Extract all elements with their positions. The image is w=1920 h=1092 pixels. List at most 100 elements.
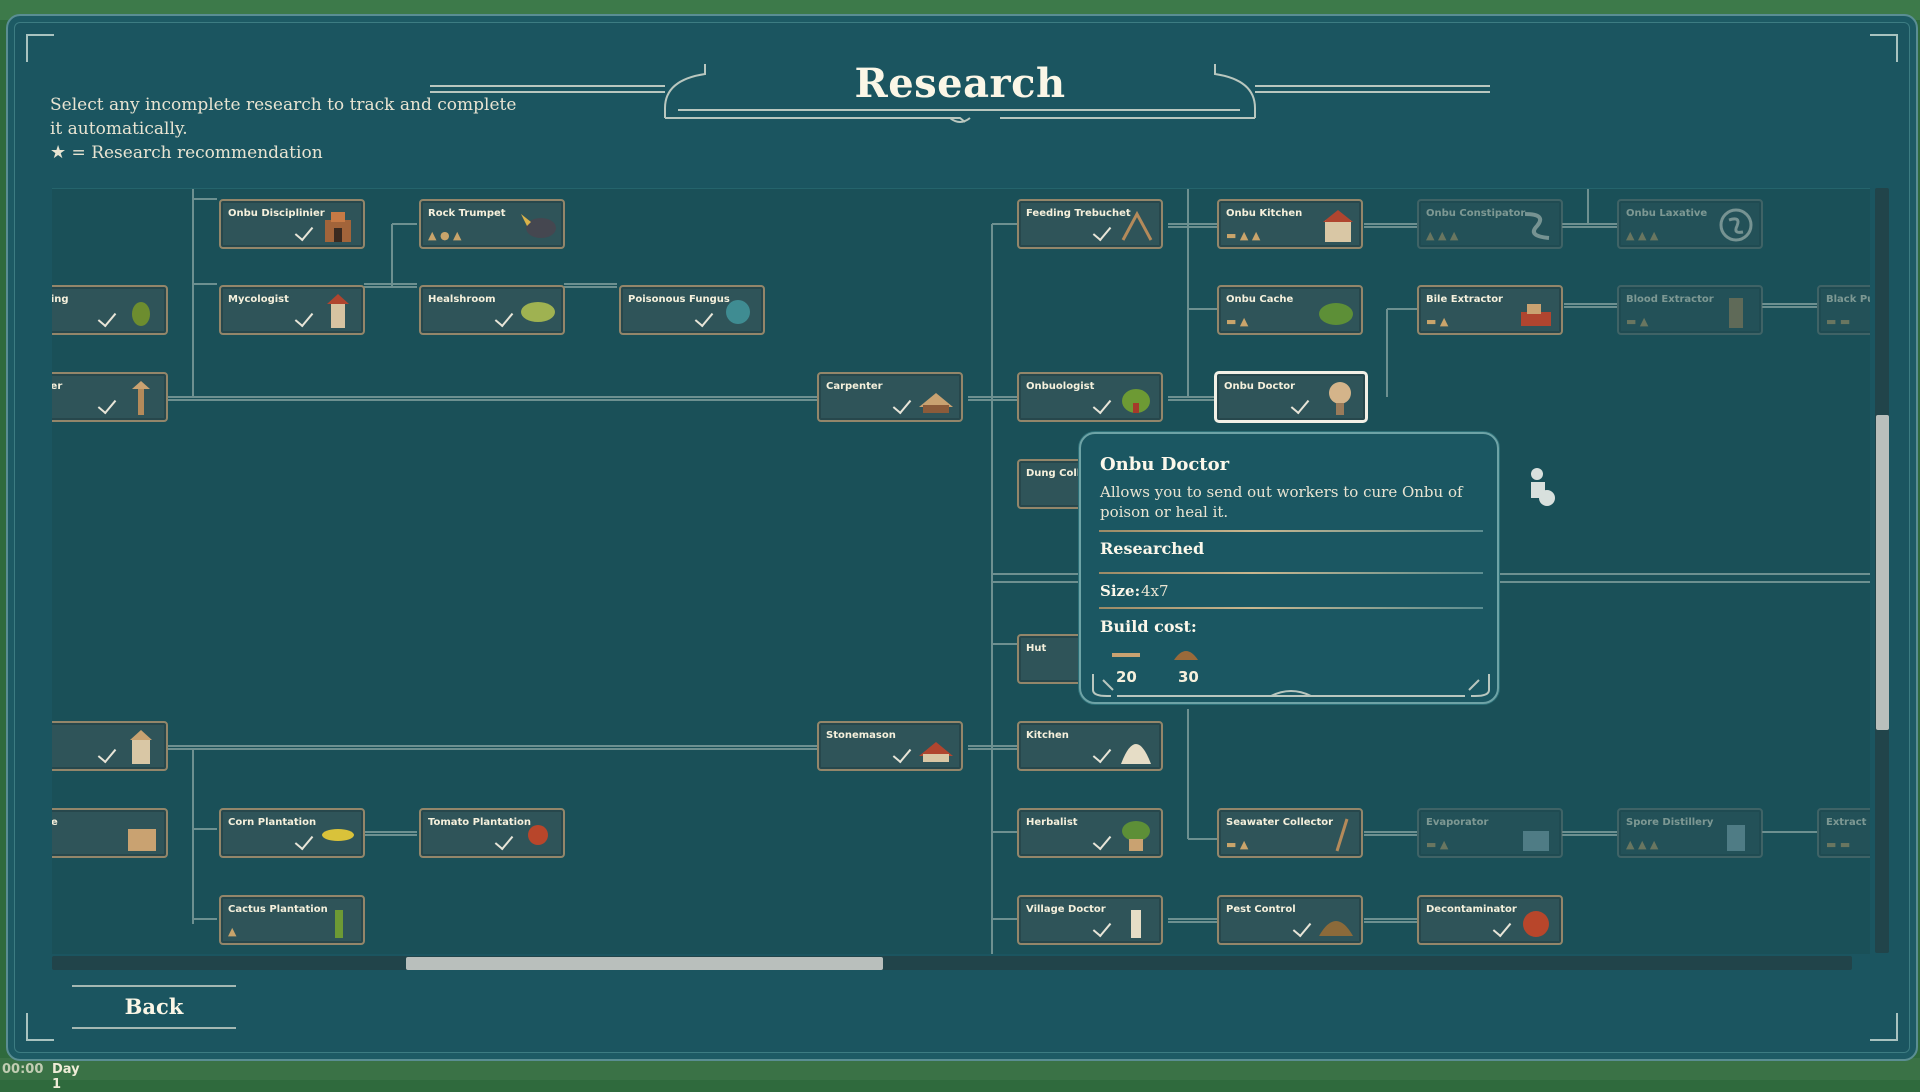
research-node-decontaminator[interactable]: Decontaminator (1417, 895, 1563, 945)
research-tree[interactable]: Onbu Disciplinier Rock Trumpet ▲ ● ▲ cap… (52, 188, 1870, 954)
research-node-corn-plantation[interactable]: Corn Plantation (219, 808, 365, 858)
research-node-stonemason[interactable]: Stonemason (817, 721, 963, 771)
corner-ornament (26, 34, 54, 62)
plank-icon (1112, 653, 1140, 657)
researched-check-icon (1095, 394, 1113, 414)
trebuchet-icon (1121, 210, 1153, 241)
research-node-village-doctor[interactable]: Village Doctor (1017, 895, 1163, 945)
research-node-label: Blood Extractor (1626, 294, 1714, 305)
research-node-onbu-constipator[interactable]: Onbu Constipator ▲ ▲ ▲ (1417, 199, 1563, 249)
rock-trumpet-icon (521, 214, 556, 238)
researched-check-icon (1095, 830, 1113, 850)
research-node-evaporator[interactable]: Evaporator ▬ ▲ (1417, 808, 1563, 858)
researched-check-icon (297, 307, 315, 327)
stonemason-icon (919, 742, 953, 762)
onbu-doctor-icon (1329, 382, 1351, 415)
research-node-black-pudding[interactable]: Black Pudd ▬ ▬ (1817, 285, 1870, 335)
resource-cost-icons: ▬ ▲ (1626, 315, 1649, 328)
research-node-label: Onbu Laxative (1626, 208, 1708, 219)
research-node-label: ouse (52, 817, 58, 828)
research-node-onbu-kitchen[interactable]: Onbu Kitchen ▬ ▲ ▲ (1217, 199, 1363, 249)
researched-check-icon (297, 221, 315, 241)
horizontal-scroll-thumb[interactable] (406, 957, 883, 970)
research-node-label: Dung Collect (1026, 468, 1098, 479)
research-node-rock-trumpet[interactable]: Rock Trumpet ▲ ● ▲ (419, 199, 565, 249)
spore-distillery-icon (1727, 825, 1745, 851)
onbu-cache-icon (1319, 303, 1353, 325)
research-node-onbu-disciplinier[interactable]: Onbu Disciplinier (219, 199, 365, 249)
resource-cost-icons: ▲ ▲ ▲ (1626, 229, 1659, 242)
corner-ornament (1870, 34, 1898, 62)
researched-check-icon (100, 743, 118, 763)
vertical-scroll-thumb[interactable] (1876, 415, 1889, 730)
cost-item-plank: 20 (1100, 644, 1150, 690)
locked-research-icon (1531, 468, 1555, 506)
researched-check-icon (497, 307, 515, 327)
research-node-spore-distillery[interactable]: Spore Distillery ▲ ▲ ▲ (1617, 808, 1763, 858)
onbuologist-icon (1122, 389, 1150, 413)
research-node-herbalist[interactable]: Herbalist (1017, 808, 1163, 858)
research-node-label: Feeding Trebuchet (1026, 208, 1131, 219)
research-node-seawater-collector[interactable]: Seawater Collector ▬ ▲ (1217, 808, 1363, 858)
cactus-icon (335, 910, 343, 938)
research-node-label: Spore Distillery (1626, 817, 1714, 828)
researched-check-icon (1495, 917, 1513, 937)
tooltip-divider (1099, 607, 1483, 609)
research-node-poisonous-fungus[interactable]: Poisonous Fungus (619, 285, 765, 335)
resource-cost-icons: ▬ ▬ (1826, 838, 1851, 851)
constipator-icon (1524, 212, 1550, 240)
research-node-house[interactable]: y (52, 721, 168, 771)
tooltip-status: Researched (1100, 539, 1205, 558)
research-node-label: Evaporator (1426, 817, 1489, 828)
research-node-label: Healshroom (428, 294, 496, 305)
research-node-label: lower (52, 381, 63, 392)
resource-cost-icons: ▲ ▲ ▲ (1626, 838, 1659, 851)
cost-amount: 20 (1116, 668, 1137, 686)
research-node-label: Hut (1026, 643, 1047, 654)
research-node-mycologist[interactable]: Mycologist (219, 285, 365, 335)
research-node-label: Decontaminator (1426, 904, 1517, 915)
research-node-label: Pest Control (1226, 904, 1296, 915)
research-node-landscaping[interactable]: caping (52, 285, 168, 335)
research-node-onbu-cache[interactable]: Onbu Cache ▬ ▲ (1217, 285, 1363, 335)
research-node-label: Onbu Kitchen (1226, 208, 1303, 219)
healshroom-icon (521, 302, 555, 322)
back-button[interactable]: Back (72, 985, 236, 1029)
research-node-label: Carpenter (826, 381, 883, 392)
horizontal-scrollbar[interactable] (52, 956, 1852, 970)
research-node-pest-control[interactable]: Pest Control (1217, 895, 1363, 945)
research-node-label: Stonemason (826, 730, 896, 741)
research-node-label: Black Pudd (1826, 294, 1870, 305)
instructions-text: Select any incomplete research to track … (50, 95, 517, 139)
tooltip-cost-label: Build cost: (1100, 617, 1197, 636)
herbalist-icon (1122, 821, 1150, 851)
research-node-tomato-plantation[interactable]: Tomato Plantation (419, 808, 565, 858)
research-node-label: Seawater Collector (1226, 817, 1334, 828)
research-node-label: Bile Extractor (1426, 294, 1503, 305)
laxative-icon (1719, 208, 1753, 242)
research-node-extract-essence[interactable]: Extract Ess ▬ ▬ (1817, 808, 1870, 858)
research-node-label: Corn Plantation (228, 817, 317, 828)
research-node-label: Onbuologist (1026, 381, 1095, 392)
research-node-kitchen[interactable]: Kitchen (1017, 721, 1163, 771)
research-node-blood-extractor[interactable]: Blood Extractor ▬ ▲ (1617, 285, 1763, 335)
carpenter-hut-icon (919, 393, 953, 413)
research-node-onbu-doctor[interactable]: Onbu Doctor (1215, 372, 1367, 422)
research-node-label: Onbu Disciplinier (228, 208, 325, 219)
research-node-feeding-trebuchet[interactable]: Feeding Trebuchet (1017, 199, 1163, 249)
research-node-onbu-laxative[interactable]: Onbu Laxative ▲ ▲ ▲ (1617, 199, 1763, 249)
research-node-cactus-plantation[interactable]: Cactus Plantation ▲ (219, 895, 365, 945)
resource-cost-icons: ▬ ▲ (1426, 315, 1449, 328)
researched-check-icon (895, 394, 913, 414)
research-node-flower[interactable]: lower (52, 372, 168, 422)
research-node-healshroom[interactable]: Healshroom (419, 285, 565, 335)
research-node-carpenter[interactable]: Carpenter (817, 372, 963, 422)
recommendation-legend: ★ = Research recommendation (50, 142, 323, 163)
page-title: Research (854, 60, 1066, 107)
research-node-label: Kitchen (1026, 730, 1069, 741)
research-node-warehouse[interactable]: ouse ▲ (52, 808, 168, 858)
research-node-onbuologist[interactable]: Onbuologist (1017, 372, 1163, 422)
research-node-bile-extractor[interactable]: Bile Extractor ▬ ▲ (1417, 285, 1563, 335)
researched-check-icon (1293, 394, 1311, 414)
tooltip-title: Onbu Doctor (1100, 454, 1230, 475)
